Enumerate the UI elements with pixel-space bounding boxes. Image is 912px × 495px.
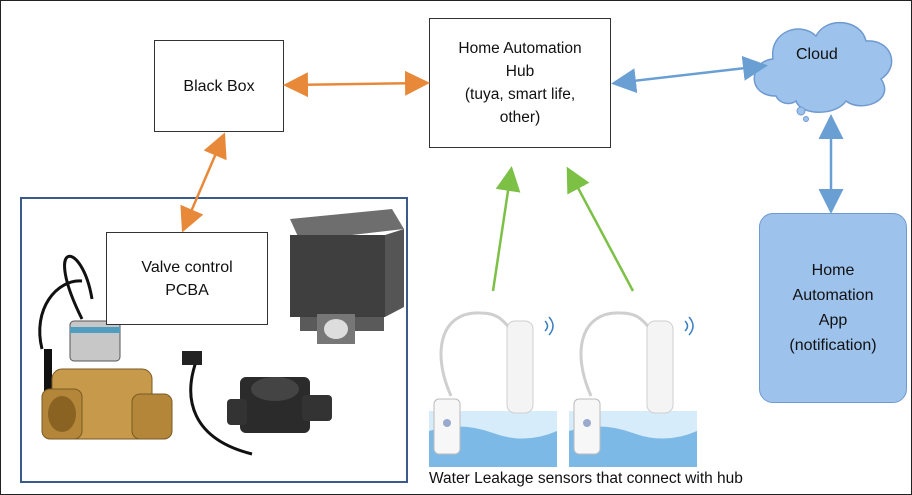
water-leak-sensor-image <box>429 311 557 467</box>
cloud-node: Cloud <box>753 21 893 122</box>
solenoid-valve-image <box>38 254 173 440</box>
valve-control-label: Valve control PCBA <box>141 258 233 299</box>
app-label: Home Automation App (notification) <box>789 262 877 354</box>
sensors-caption: Water Leakage sensors that connect with … <box>429 470 743 487</box>
valve-control-pcba-node: Valve control PCBA <box>106 232 268 325</box>
hub-cloud-arrow <box>611 55 768 94</box>
flow-sensor-image <box>182 351 332 456</box>
cloud-label: Cloud <box>796 46 838 63</box>
sensor2-hub-arrow <box>566 166 635 292</box>
valve-hardware-images <box>38 209 404 456</box>
black-box-node: Black Box <box>154 40 284 132</box>
water-leak-sensor-image <box>569 311 697 467</box>
home-automation-app-node: Home Automation App (notification) <box>759 213 907 403</box>
blackbox-hub-arrow <box>283 70 430 98</box>
wifi-icon <box>684 316 694 336</box>
wifi-icon <box>544 316 554 336</box>
hub-label: Home Automation Hub (tuya, smart life, o… <box>458 40 582 126</box>
black-box-label: Black Box <box>183 77 255 95</box>
blackbox-valve-arrow <box>180 132 227 233</box>
sensor1-hub-arrow <box>491 166 521 292</box>
home-automation-hub-node: Home Automation Hub (tuya, smart life, o… <box>429 18 611 148</box>
enclosure-3d-image <box>290 209 404 344</box>
